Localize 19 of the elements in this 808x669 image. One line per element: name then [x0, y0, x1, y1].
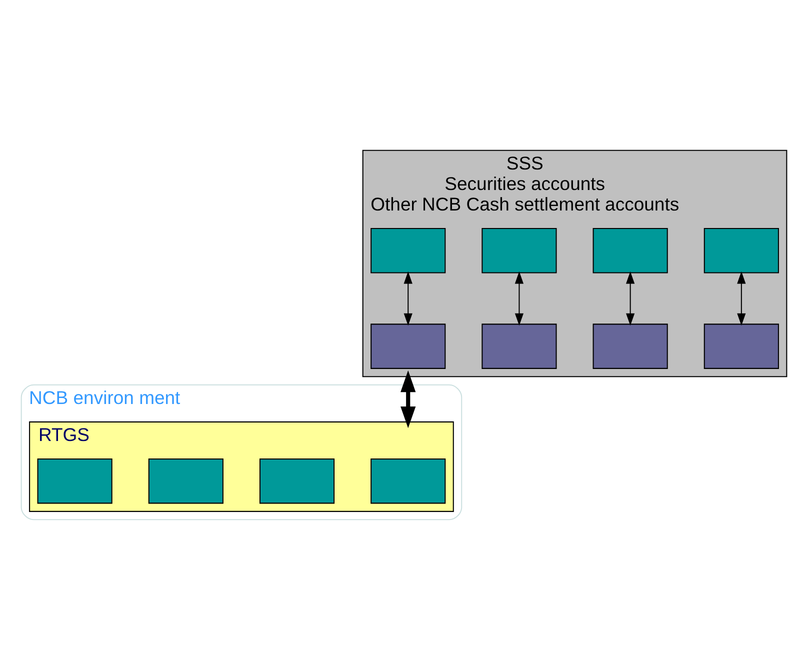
node-box — [148, 458, 224, 504]
cluster: RTGS — [29, 420, 454, 512]
cluster: SSS Securities accounts Other NCB Cash settlement accounts — [362, 149, 788, 377]
arrow — [404, 270, 412, 326]
node-box — [704, 228, 779, 273]
arrow — [737, 270, 746, 326]
node-box — [482, 228, 557, 273]
node-box — [482, 323, 557, 368]
arrow — [626, 270, 635, 326]
node-box — [370, 458, 446, 504]
node-box — [592, 323, 668, 368]
node-box — [592, 228, 668, 273]
node-box — [259, 458, 335, 504]
arrow — [514, 270, 524, 326]
node-box — [37, 458, 112, 504]
node-box — [704, 323, 779, 368]
node-box — [370, 228, 446, 273]
arrow — [400, 370, 416, 428]
node-box — [370, 323, 446, 368]
